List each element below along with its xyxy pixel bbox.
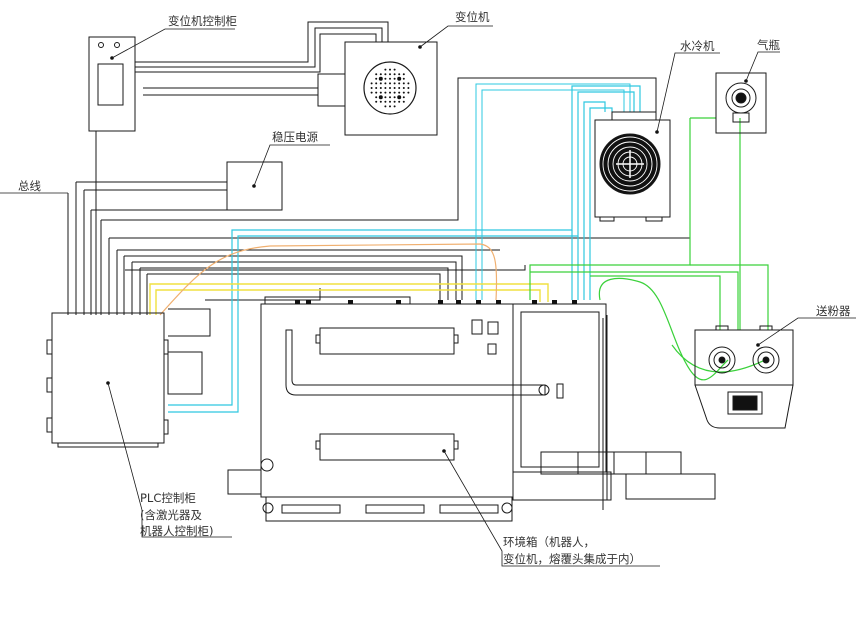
powder-feeder: [694, 325, 794, 429]
voltage-regulator: [226, 161, 283, 211]
plc-label-line3: 机器人控制柜): [140, 524, 214, 538]
environment-box-top-fittings: [295, 300, 577, 304]
plc-label-line2: (含激光器及: [140, 508, 202, 522]
positioner-label: 变位机: [455, 10, 490, 24]
positioner-cables: [135, 21, 389, 107]
water-chiller-label: 水冷机: [680, 39, 715, 53]
powder-feeder-label: 送粉器: [816, 304, 851, 318]
voltage-regulator-label: 稳压电源: [272, 130, 318, 144]
env-box-label-line2: 变位机，熔覆头集成于内）: [503, 552, 641, 566]
gas-bottle: [715, 72, 767, 134]
water-chiller: [594, 111, 671, 222]
gas-lines: [529, 117, 769, 381]
fiber-line: [159, 243, 498, 316]
gas-bottle-label: 气瓶: [757, 38, 780, 52]
laser-power-lines: [149, 283, 549, 315]
positioner-cabinet-label: 变位机控制柜: [168, 14, 237, 28]
positioner-control-cabinet: [88, 36, 136, 132]
plc-label-line1: PLC控制柜: [140, 491, 196, 505]
plc-cabinet: [46, 312, 203, 448]
environment-box: [227, 296, 716, 522]
positioner: [344, 41, 438, 136]
bus-label: 总线: [18, 179, 41, 193]
env-box-label-line1: 环境箱（机器人，: [503, 535, 595, 549]
water-cooling-lines: [168, 83, 641, 413]
